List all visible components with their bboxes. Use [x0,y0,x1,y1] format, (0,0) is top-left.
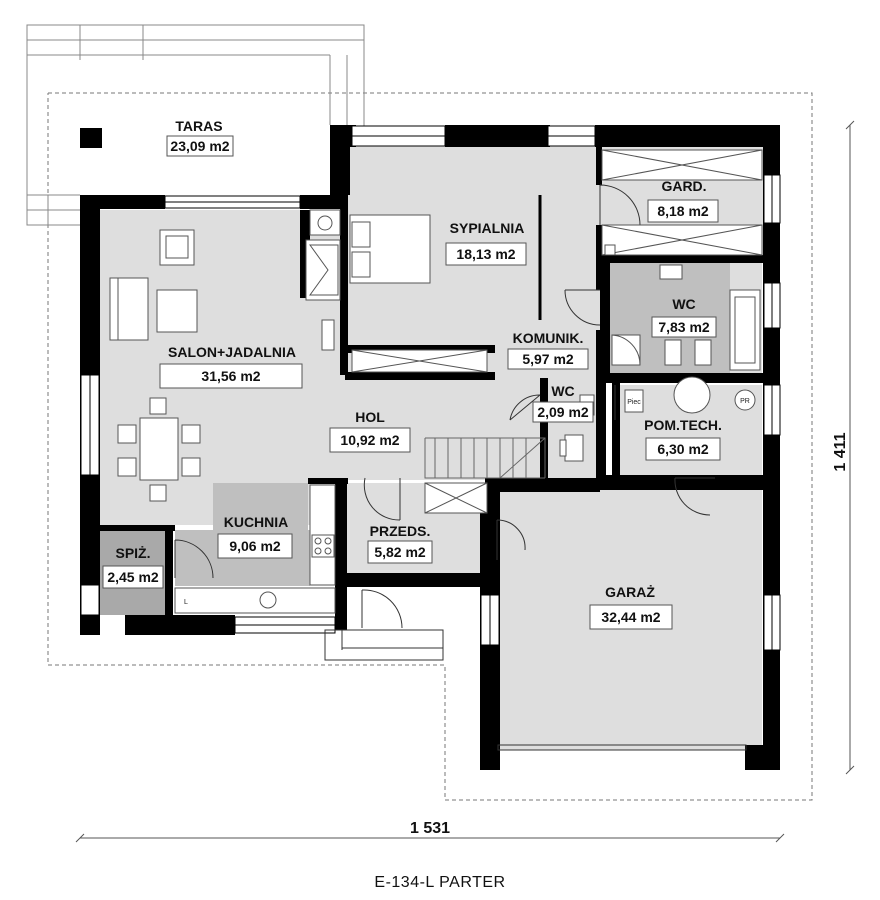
label-piec: Piec [627,399,641,406]
room-area-salon: 31,56 m2 [201,368,260,384]
terrain-outline [47,92,813,801]
room-area-pomtech: 6,30 m2 [657,441,709,457]
furniture [109,149,763,614]
staircase [424,437,546,479]
room-name-wc2: WC [551,383,574,399]
label-l: L [184,599,188,606]
dimension-width-label: 1 531 [410,820,450,837]
label-pr: PR [740,398,750,405]
room-name-przeds: PRZEDS. [370,523,431,539]
dimension-height-label: 1 411 [832,432,849,471]
room-area-hol: 10,92 m2 [340,432,399,448]
dimension-width [75,833,785,843]
room-area-przeds: 5,82 m2 [374,544,426,560]
doors [174,184,747,751]
room-name-sypialnia: SYPIALNIA [450,220,525,236]
room-area-wc2: 2,09 m2 [537,404,589,420]
dimension-height [845,120,855,775]
room-area-spiz: 2,45 m2 [107,569,159,585]
room-name-pomtech: POM.TECH. [644,417,722,433]
room-name-komunik: KOMUNIK. [513,330,584,346]
windows [80,125,781,651]
terrace-column [80,128,102,148]
plan-caption: E-134-L PARTER [374,874,505,891]
room-area-garaz: 32,44 m2 [601,609,660,625]
room-area-wc1: 7,83 m2 [658,319,710,335]
room-name-kuchnia: KUCHNIA [224,514,289,530]
room-name-salon: SALON+JADALNIA [168,344,296,360]
room-area-kuchnia: 9,06 m2 [229,538,281,554]
room-area-gard: 8,18 m2 [657,203,709,219]
room-name-taras: TARAS [175,118,222,134]
room-name-spiz: SPIŻ. [115,545,150,561]
room-area-sypialnia: 18,13 m2 [456,246,515,262]
room-area-komunik: 5,97 m2 [522,351,574,367]
room-name-garaz: GARAŻ [605,584,655,600]
interior-walls [100,145,766,615]
room-area-taras: 23,09 m2 [170,138,229,154]
room-name-gard: GARD. [661,178,706,194]
room-name-wc1: WC [672,296,695,312]
room-name-hol: HOL [355,409,385,425]
room-labels: TARAS 23,09 m2 SYPIALNIA 18,13 m2 GARD. … [102,118,722,630]
